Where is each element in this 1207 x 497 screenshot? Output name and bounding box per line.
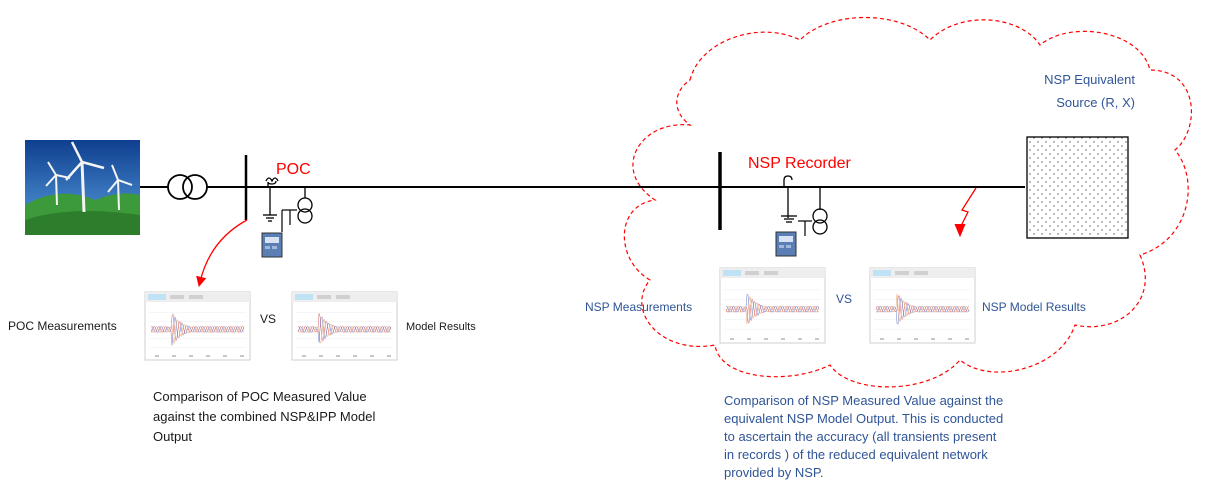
nsp-model-plot-thumbnail [869, 267, 976, 344]
nsp-caption-line: to ascertain the accuracy (all transient… [724, 429, 997, 444]
poc-arrow [196, 219, 248, 288]
current-transformer-icon [263, 177, 279, 222]
nsp-caption-line: provided by NSP. [724, 465, 824, 480]
poc-caption-line: against the combined NSP&IPP Model [153, 409, 375, 424]
poc-label: POC [276, 161, 311, 178]
poc-comparison-caption: Comparison of POC Measured Value against… [153, 389, 375, 444]
vs-label-left: VS [260, 312, 276, 326]
vs-label-right: VS [836, 292, 852, 306]
current-transformer-icon [781, 175, 797, 223]
equivalent-source-icon [1026, 136, 1129, 239]
nsp-measurement-plot-thumbnail [719, 267, 826, 344]
recorder-device-icon [775, 231, 797, 257]
nsp-caption-line: in records ) of the reduced equivalent n… [724, 447, 988, 462]
model-results-label: Model Results [406, 321, 476, 333]
poc-caption-line: Comparison of POC Measured Value [153, 389, 367, 404]
nsp-comparison-caption: Comparison of NSP Measured Value against… [724, 393, 1003, 480]
voltage-transformer-icon [289, 187, 313, 225]
lightning-fault-icon [954, 187, 977, 238]
voltage-transformer-icon [804, 187, 828, 236]
nsp-measurements-label: NSP Measurements [585, 300, 692, 314]
poc-measurements-label: POC Measurements [8, 319, 117, 333]
recorder-device-icon [261, 232, 283, 258]
nsp-caption-line: Comparison of NSP Measured Value against… [724, 393, 1003, 408]
nsp-recorder-label: NSP Recorder [748, 155, 852, 172]
poc-measurement-plot-thumbnail [144, 291, 251, 361]
nsp-caption-line: equivalent NSP Model Output. This is con… [724, 411, 1003, 426]
poc-caption-line: Output [153, 429, 192, 444]
transformer-icon [167, 174, 208, 200]
wind-turbines-icon [25, 140, 140, 235]
poc-model-plot-thumbnail [291, 291, 398, 361]
nsp-equivalent-label-line2: Source (R, X) [1056, 95, 1135, 110]
nsp-equivalent-label-line1: NSP Equivalent [1044, 72, 1135, 87]
nsp-model-results-label: NSP Model Results [982, 300, 1086, 314]
